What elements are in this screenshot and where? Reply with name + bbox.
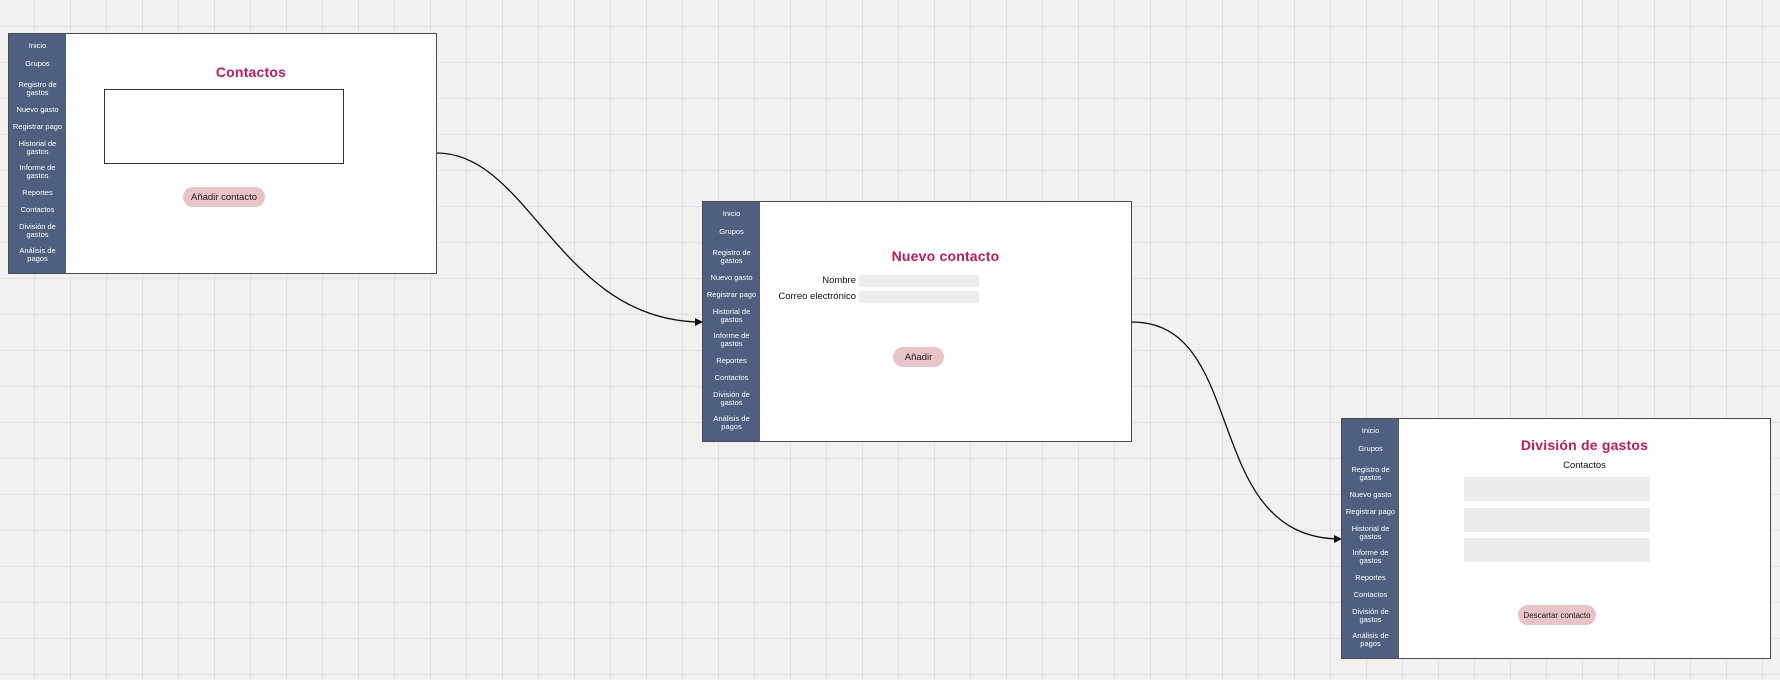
sidebar-item-nuevo-gasto[interactable]: Nuevo gasto [710, 273, 753, 282]
sidebar-item-analisis-de-pagos[interactable]: Análisis de pagos [713, 414, 750, 431]
sidebar-item-registro-de-gastos[interactable]: Registro de gastos [1351, 465, 1390, 482]
contacts-list[interactable] [104, 89, 344, 164]
sidebar-item-reportes[interactable]: Reportes [1355, 573, 1386, 582]
sidebar-item-informe-de-gastos[interactable]: Informe de gastos [713, 331, 750, 348]
page-title: División de gastos [1520, 437, 1649, 453]
sidebar-item-nuevo-gasto[interactable]: Nuevo gasto [1349, 490, 1392, 499]
name-field[interactable] [859, 275, 979, 287]
sidebar-item-reportes[interactable]: Reportes [716, 356, 747, 365]
sidebar-item-contactos[interactable]: Contactos [714, 373, 749, 382]
sidebar-item-grupos[interactable]: Grupos [719, 227, 744, 236]
contact-slot[interactable] [1464, 508, 1650, 532]
email-label: Correo electrónico [778, 291, 856, 302]
sidebar-item-contactos[interactable]: Contactos [1353, 590, 1388, 599]
add-button[interactable]: Añadir [893, 347, 944, 367]
sidebar-item-division-de-gastos[interactable]: División de gastos [713, 390, 750, 407]
screen-content: Contactos Añadir contacto [66, 34, 436, 273]
add-contact-button[interactable]: Añadir contacto [183, 187, 265, 207]
sidebar-item-analisis-de-pagos[interactable]: Análisis de pagos [19, 246, 56, 263]
sidebar-item-registrar-pago[interactable]: Registrar pago [706, 290, 757, 299]
discard-contact-button[interactable]: Descartar contacto [1518, 605, 1596, 625]
sidebar-item-analisis-de-pagos[interactable]: Análisis de pagos [1352, 631, 1389, 648]
sidebar-item-inicio[interactable]: Inicio [28, 41, 47, 50]
screen-content: División de gastos Contactos Descartar c… [1399, 419, 1770, 658]
sidebar-item-inicio[interactable]: Inicio [722, 209, 741, 218]
sidebar-item-registro-de-gastos[interactable]: Registro de gastos [712, 248, 751, 265]
sidebar-item-reportes[interactable]: Reportes [22, 188, 53, 197]
sidebar-item-registrar-pago[interactable]: Registrar pago [12, 122, 63, 131]
name-label: Nombre [822, 275, 856, 286]
sidebar-item-informe-de-gastos[interactable]: Informe de gastos [19, 163, 56, 180]
contact-slot[interactable] [1464, 477, 1650, 501]
sidebar-item-historial-de-gastos[interactable]: Historial de gastos [18, 139, 57, 156]
connector-nuevo-contacto-to-division [1131, 321, 1342, 543]
sidebar-item-informe-de-gastos[interactable]: Informe de gastos [1352, 548, 1389, 565]
sidebar-item-contactos[interactable]: Contactos [20, 205, 55, 214]
sidebar-item-inicio[interactable]: Inicio [1361, 426, 1380, 435]
contact-slot[interactable] [1464, 538, 1650, 562]
contacts-subtitle: Contactos [1563, 460, 1606, 471]
sidebar-item-grupos[interactable]: Grupos [1358, 444, 1383, 453]
page-title: Contactos [215, 64, 287, 80]
sidebar-item-grupos[interactable]: Grupos [25, 59, 50, 68]
connector-contactos-to-nuevo-contacto [436, 152, 703, 326]
sidebar-item-division-de-gastos[interactable]: División de gastos [19, 222, 56, 239]
screen-content: Nuevo contacto Nombre Correo electrónico… [760, 202, 1131, 441]
sidebar-item-division-de-gastos[interactable]: División de gastos [1352, 607, 1389, 624]
sidebar-item-historial-de-gastos[interactable]: Historial de gastos [712, 307, 751, 324]
page-title: Nuevo contacto [891, 248, 1000, 264]
sidebar-item-registrar-pago[interactable]: Registrar pago [1345, 507, 1396, 516]
sidebar-item-nuevo-gasto[interactable]: Nuevo gasto [16, 105, 59, 114]
sidebar-item-historial-de-gastos[interactable]: Historial de gastos [1351, 524, 1390, 541]
email-field[interactable] [859, 291, 979, 303]
sidebar-item-registro-de-gastos[interactable]: Registro de gastos [18, 80, 57, 97]
